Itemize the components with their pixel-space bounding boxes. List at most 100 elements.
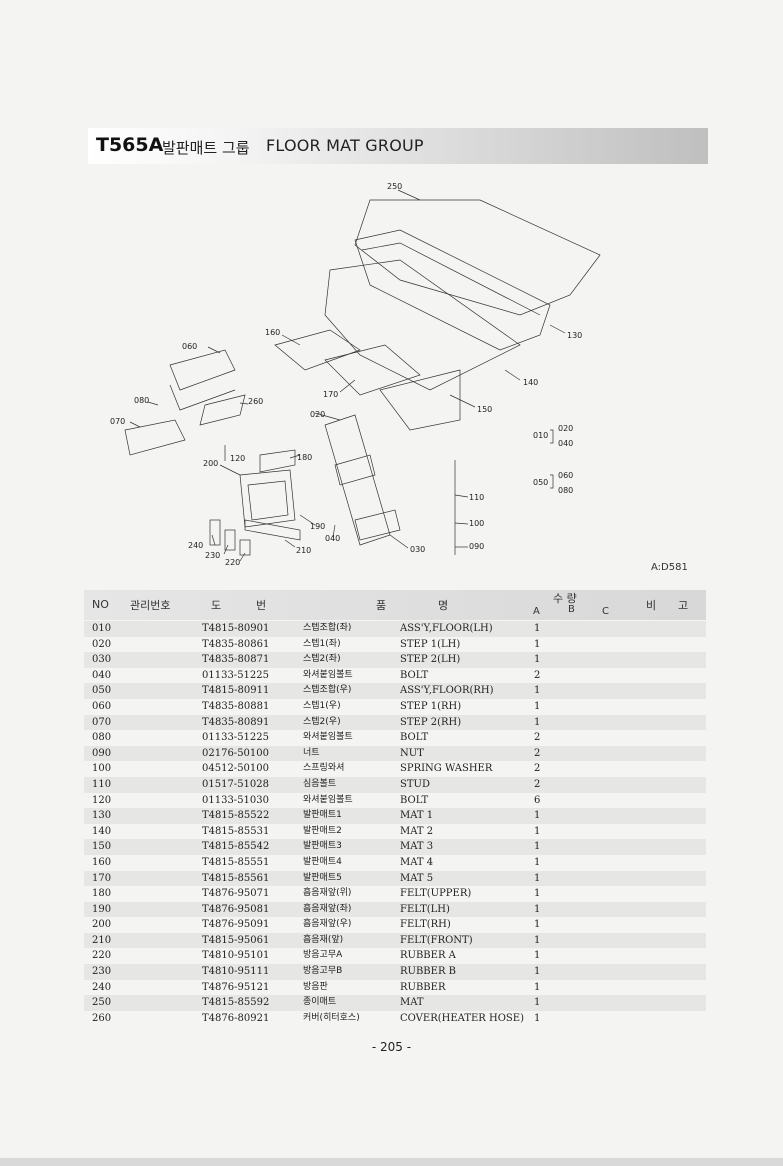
row-name-english: BOLT: [400, 732, 429, 744]
row-name-english: BOLT: [400, 794, 429, 806]
callout-240: 240: [188, 541, 203, 550]
diagram-reference: A:D581: [651, 562, 688, 573]
row-no: 130: [92, 810, 112, 822]
row-no: 070: [92, 716, 112, 728]
row-part-number: 01133-51225: [202, 732, 270, 744]
scan-edge: [0, 1158, 783, 1166]
row-part-number: T4810-95111: [202, 966, 270, 978]
row-part-number: T4815-80911: [202, 685, 270, 697]
row-name-english: RUBBER A: [400, 950, 456, 962]
row-name-english: STEP 2(LH): [400, 654, 461, 666]
row-quantity: 1: [534, 825, 541, 837]
row-quantity: 2: [534, 732, 541, 744]
row-name-korean: 흡음재앞(좌): [303, 903, 352, 914]
row-name-korean: 와셔붙임볼트: [303, 732, 353, 743]
row-no: 230: [92, 966, 112, 978]
callout-070: 070: [110, 417, 125, 426]
row-quantity: 2: [534, 747, 541, 759]
legend-040: 040: [558, 439, 573, 448]
row-part-number: T4835-80891: [202, 716, 270, 728]
legend-060: 060: [558, 471, 573, 480]
row-name-english: RUBBER B: [400, 966, 457, 978]
callout-130: 130: [567, 331, 582, 340]
row-quantity: 1: [534, 685, 541, 697]
callout-090: 090: [469, 542, 484, 551]
row-name-korean: 발판매트4: [303, 856, 342, 867]
header-remarks-1: 비: [646, 599, 657, 612]
row-name-korean: 스텝1(우): [303, 700, 341, 711]
row-quantity: 2: [534, 763, 541, 775]
callout-210: 210: [296, 546, 311, 555]
row-no: 150: [92, 841, 112, 853]
row-no: 190: [92, 903, 112, 915]
legend-020: 020: [558, 424, 573, 433]
exploded-parts-diagram: 250 130 140 150 160 170 060 080 260 070 …: [100, 175, 700, 585]
row-part-number: T4815-95061: [202, 934, 270, 946]
legend-050: 050: [533, 478, 548, 487]
row-quantity: 2: [534, 778, 541, 790]
row-name-english: FELT(UPPER): [400, 888, 472, 900]
row-name-english: STEP 1(LH): [400, 638, 461, 650]
row-name-korean: 흡음재(앞): [303, 934, 344, 945]
row-quantity: 6: [534, 794, 541, 806]
row-quantity: 1: [534, 950, 541, 962]
title-bar: [88, 128, 708, 164]
row-name-korean: 종이매트: [303, 997, 337, 1008]
row-quantity: 1: [534, 623, 541, 634]
row-quantity: 1: [534, 716, 541, 728]
row-no: 220: [92, 950, 112, 962]
row-no: 010: [92, 623, 112, 634]
row-name-english: MAT 3: [400, 841, 434, 853]
callout-170: 170: [323, 390, 338, 399]
row-quantity: 1: [534, 903, 541, 915]
header-col-a: A: [533, 606, 540, 617]
row-part-number: T4815-85592: [202, 997, 270, 1009]
legend-080: 080: [558, 486, 573, 495]
callout-060: 060: [182, 342, 197, 351]
row-part-number: T4876-95091: [202, 919, 270, 931]
row-no: 250: [92, 997, 112, 1009]
row-name-korean: 발판매트2: [303, 825, 342, 836]
callout-020: 020: [310, 410, 325, 419]
row-part-number: T4876-95071: [202, 888, 270, 900]
row-name-english: FELT(RH): [400, 919, 451, 931]
row-name-korean: 와셔붙임볼트: [303, 794, 353, 805]
callout-250: 250: [387, 182, 402, 191]
row-quantity: 1: [534, 888, 541, 900]
row-quantity: 1: [534, 856, 541, 868]
row-no: 120: [92, 794, 112, 806]
row-name-english: BOLT: [400, 669, 429, 681]
row-no: 100: [92, 763, 112, 775]
row-name-english: STEP 2(RH): [400, 716, 462, 728]
row-name-korean: 심음볼트: [303, 778, 337, 789]
row-name-korean: 흡음재앞(우): [303, 919, 352, 930]
group-code: T565A: [96, 134, 164, 156]
row-quantity: 1: [534, 919, 541, 931]
row-name-english: MAT 1: [400, 810, 434, 822]
row-no: 170: [92, 872, 112, 884]
row-name-korean: 발판매트1: [303, 810, 342, 821]
table-header: NO 관리번호 도 번 품 명 수 량 A B C 비 고: [84, 590, 706, 620]
row-no: 200: [92, 919, 112, 931]
header-part-name-2: 명: [438, 599, 449, 612]
row-name-korean: 흡음재앞(위): [303, 888, 352, 899]
row-part-number: T4835-80881: [202, 700, 270, 712]
row-part-number: 01517-51028: [202, 778, 270, 790]
row-no: 060: [92, 700, 112, 712]
group-title-korean: 발판매트 그룹: [162, 139, 250, 157]
row-name-english: MAT 4: [400, 856, 434, 868]
row-name-korean: 방음고무B: [303, 966, 343, 977]
header-col-b: B: [568, 604, 575, 615]
